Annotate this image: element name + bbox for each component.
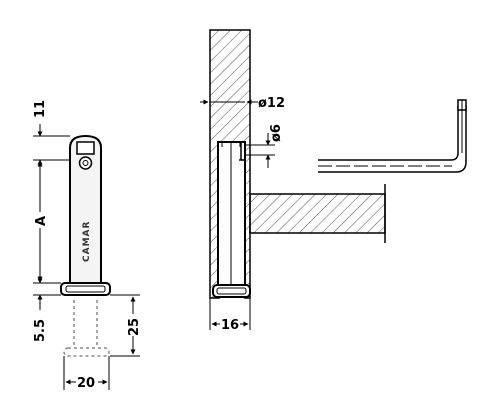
dim-a-gap [32,212,48,228]
dim-label-5-5: 5.5 [33,319,48,342]
section-view: ø12 ø6 16 [200,29,386,333]
dim-label-dia-12: ø12 [258,96,285,111]
dim-label-20: 20 [77,376,95,391]
dim-label-dia-6: ø6 [269,124,284,142]
section-pin-flange [212,284,251,298]
pin-front-view: CAMAR 11 A 5.5 25 2 [32,100,142,391]
pin-hole-inner [82,160,89,166]
shelf-section [249,193,386,234]
hex-key-body [318,105,467,173]
dim-16-gap [220,316,240,332]
dim-label-25: 25 [127,318,142,336]
dim-25-gap [125,314,141,336]
section-pin-top [221,142,241,147]
pin-hole [78,156,93,170]
dim-20-gap [76,374,98,390]
dim-label-11: 11 [33,100,48,118]
pin-flange-inner [65,285,106,293]
hex-key-icon [318,99,467,173]
brand-label: CAMAR [82,221,92,262]
pin-flange [60,282,111,296]
dim-label-a: A [34,216,49,226]
dashed-foot [63,347,110,357]
pin-top-socket [76,141,95,155]
section-pin-flange-inner [216,287,247,295]
pin-body [69,134,102,284]
dim-label-16: 16 [221,318,239,333]
section-pin-notch [239,142,245,161]
